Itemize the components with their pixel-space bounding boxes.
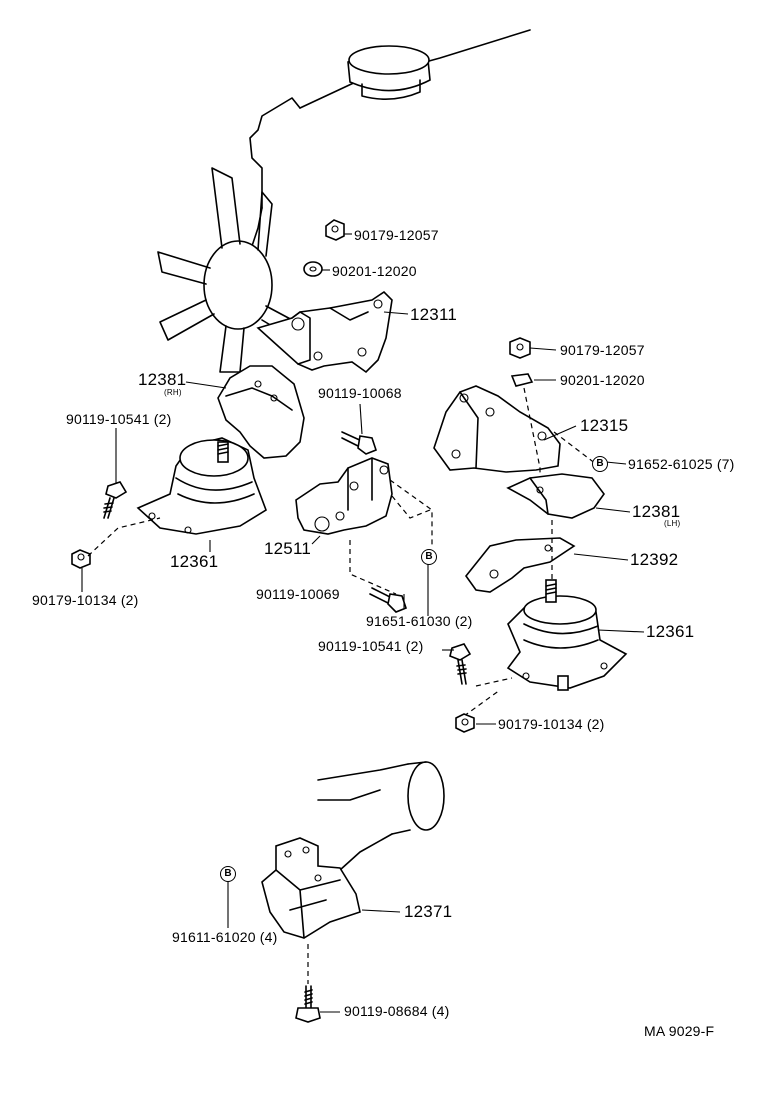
bolt-90119-10069 [369, 587, 407, 613]
bolt-90119-10068 [341, 431, 377, 455]
mount-bracket-12511 [295, 457, 393, 535]
heat-insulator-lh [506, 473, 605, 519]
bolt-90119-10541-left [103, 481, 128, 519]
label-90119-10068: 90119-10068 [318, 385, 402, 401]
nut-90179-12057-top [325, 219, 345, 241]
label-12371: 12371 [404, 902, 453, 921]
oil-cap [347, 45, 431, 100]
label-90119-10069: 90119-10069 [256, 586, 340, 602]
label-91651-61030: 91651-61030 (2) [366, 613, 473, 629]
label-12311: 12311 [410, 305, 458, 324]
label-12511: 12511 [264, 539, 312, 558]
label-90179-12057-right: 90179-12057 [560, 342, 645, 358]
engine-bracket-12311 [256, 290, 393, 374]
nut-90179-10134-right [455, 713, 475, 733]
nut-90179-12057-right [509, 337, 531, 359]
label-12361-right: 12361 [646, 622, 695, 641]
label-12315: 12315 [580, 416, 629, 435]
bolt-90119-10541-right [449, 643, 472, 685]
leader-lines [81, 233, 645, 1013]
mount-bracket-12392 [464, 537, 576, 593]
engine-bracket-12315 [433, 385, 561, 473]
label-12381-lh-side: (LH) [664, 519, 681, 528]
label-12381-rh: 12381 [138, 370, 187, 389]
washer-90201-12020-right [510, 373, 534, 387]
nut-90179-10134-left [71, 549, 91, 569]
heat-insulator-rh [217, 365, 305, 459]
marker-b-bottom: B [220, 866, 236, 882]
label-90119-10541-left: 90119-10541 (2) [66, 411, 172, 427]
engine-mount-left [136, 437, 267, 535]
label-91652-61025: 91652-61025 (7) [628, 456, 735, 472]
transmission-mount-12371 [261, 837, 361, 939]
transmission-tailshaft [317, 761, 445, 871]
engine-fan [157, 167, 297, 373]
label-12361-left: 12361 [170, 552, 219, 571]
engine-mount-right [506, 579, 628, 691]
label-91611-61020: 91611-61020 (4) [172, 929, 278, 945]
label-90201-12020-right: 90201-12020 [560, 372, 645, 388]
label-90179-10134-left: 90179-10134 (2) [32, 592, 139, 608]
marker-b-left: B [421, 549, 437, 565]
label-12392: 12392 [630, 550, 679, 569]
marker-b-right: B [592, 456, 608, 472]
label-12381-lh: 12381 [632, 502, 681, 521]
label-90179-10134-right: 90179-10134 (2) [498, 716, 605, 732]
label-12381-rh-side: (RH) [164, 388, 182, 397]
label-90119-10541-right: 90119-10541 (2) [318, 638, 424, 654]
bolt-90119-08684 [295, 985, 321, 1023]
label-90179-12057-top: 90179-12057 [354, 227, 439, 243]
catalog-code: MA 9029-F [644, 1023, 715, 1039]
washer-90201-12020-top [303, 261, 323, 277]
label-90119-08684: 90119-08684 (4) [344, 1003, 450, 1019]
label-90201-12020-top: 90201-12020 [332, 263, 417, 279]
